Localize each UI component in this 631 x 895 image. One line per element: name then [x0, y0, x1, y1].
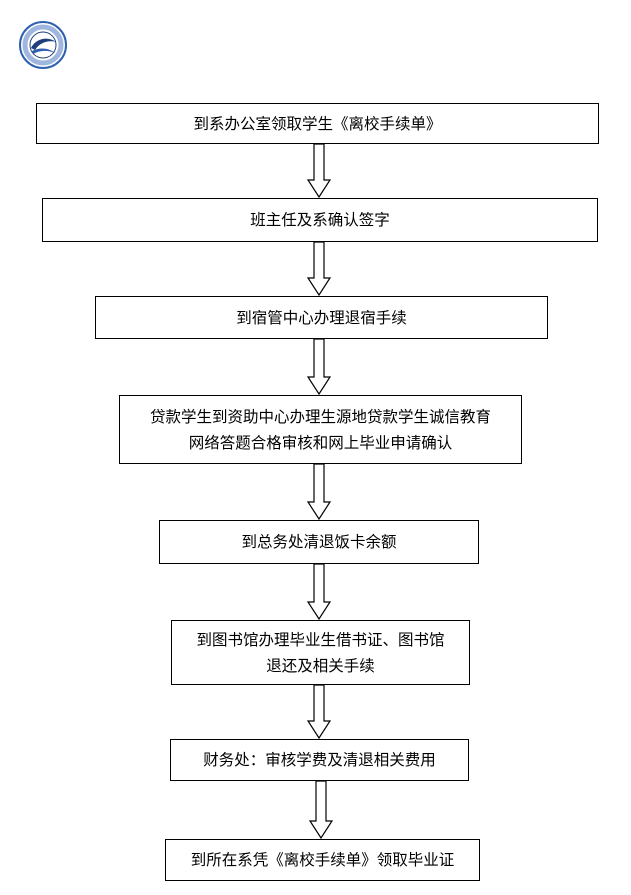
flow-step-2: 班主任及系确认签字 — [42, 198, 598, 242]
school-emblem-icon — [18, 20, 68, 70]
flow-arrow-6 — [306, 685, 332, 739]
flow-step-6: 到图书馆办理毕业生借书证、图书馆 退还及相关手续 — [171, 620, 470, 685]
flow-step-3: 到宿管中心办理退宿手续 — [95, 296, 548, 339]
flow-step-4: 贷款学生到资助中心办理生源地贷款学生诚信教育 网络答题合格审核和网上毕业申请确认 — [119, 395, 522, 464]
flow-step-5: 到总务处清退饭卡余额 — [159, 520, 479, 564]
flow-step-1-label: 到系办公室领取学生《离校手续单》 — [193, 114, 442, 133]
flow-step-2-label: 班主任及系确认签字 — [250, 211, 390, 229]
flow-arrow-5 — [306, 564, 332, 620]
flow-step-5-label: 到总务处清退饭卡余额 — [241, 533, 397, 551]
flow-step-1: 到系办公室领取学生《离校手续单》 — [36, 103, 599, 144]
flow-step-4-label: 贷款学生到资助中心办理生源地贷款学生诚信教育 网络答题合格审核和网上毕业申请确认 — [149, 407, 491, 452]
flow-step-8-label: 到所在系凭《离校手续单》领取毕业证 — [190, 851, 455, 869]
flow-arrow-7 — [308, 781, 334, 839]
flow-step-7-label: 财务处：审核学费及清退相关费用 — [203, 751, 436, 769]
flow-step-6-label: 到图书馆办理毕业生借书证、图书馆 退还及相关手续 — [196, 630, 445, 675]
flow-step-3-label: 到宿管中心办理退宿手续 — [236, 308, 407, 327]
flow-arrow-4 — [306, 464, 332, 520]
flow-arrow-3 — [306, 339, 332, 395]
flow-arrow-1 — [306, 144, 332, 198]
flow-step-7: 财务处：审核学费及清退相关费用 — [170, 739, 469, 781]
flow-step-8: 到所在系凭《离校手续单》领取毕业证 — [165, 839, 480, 881]
flow-arrow-2 — [306, 242, 332, 296]
